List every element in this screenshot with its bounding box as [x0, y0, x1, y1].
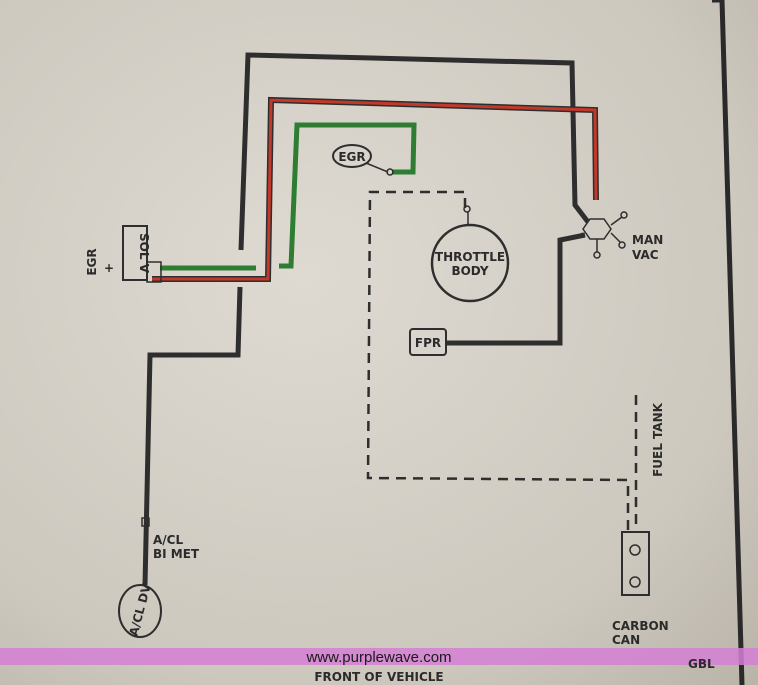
- sol-v-port: [146, 261, 162, 283]
- dashed-line-throttle-can: [366, 190, 630, 530]
- plus-sign: +: [104, 261, 114, 275]
- throttle-body-label-2: BODY: [451, 264, 488, 278]
- border-line: [712, 0, 745, 685]
- egr-left-label: EGR: [85, 248, 99, 275]
- fuel-tank-label: FUEL TANK: [651, 402, 665, 477]
- throttle-body-label-1: THROTTLE: [435, 250, 505, 264]
- carbon-can-label-2: CAN: [612, 633, 640, 647]
- throttle-body-shape: [430, 223, 510, 303]
- egr-valve-shape: [332, 144, 372, 168]
- man-vac-label-2: VAC: [632, 248, 659, 262]
- black-hose-upper: [238, 52, 590, 251]
- acl-dv-shape: [118, 584, 162, 638]
- manifold-vacuum-fitting: [575, 211, 628, 259]
- carbon-can-label-1: CARBON: [612, 619, 669, 633]
- black-hose-lower: [142, 286, 243, 586]
- acl-dv-label: A/CL DV: [126, 582, 154, 638]
- corner-code-label: GBL: [688, 657, 715, 671]
- red-hose: [152, 98, 598, 281]
- egr-valve-label: EGR: [338, 150, 365, 164]
- watermark-band: [0, 648, 758, 665]
- acl-bimet-label-2: BI MET: [153, 547, 200, 561]
- sol-v-label: SOL V: [137, 233, 151, 274]
- front-of-vehicle-label: FRONT OF VEHICLE: [314, 670, 443, 684]
- fpr-label: FPR: [415, 336, 441, 350]
- fpr-box: [409, 328, 447, 356]
- man-vac-label-1: MAN: [632, 233, 663, 247]
- carbon-can-box: [621, 531, 650, 596]
- green-hose-egr: [279, 122, 417, 269]
- fpr-hose: [447, 232, 586, 346]
- sol-v-box: [122, 225, 148, 281]
- watermark-text: www.purplewave.com: [305, 649, 451, 666]
- acl-bimet-label-1: A/CL: [153, 533, 183, 547]
